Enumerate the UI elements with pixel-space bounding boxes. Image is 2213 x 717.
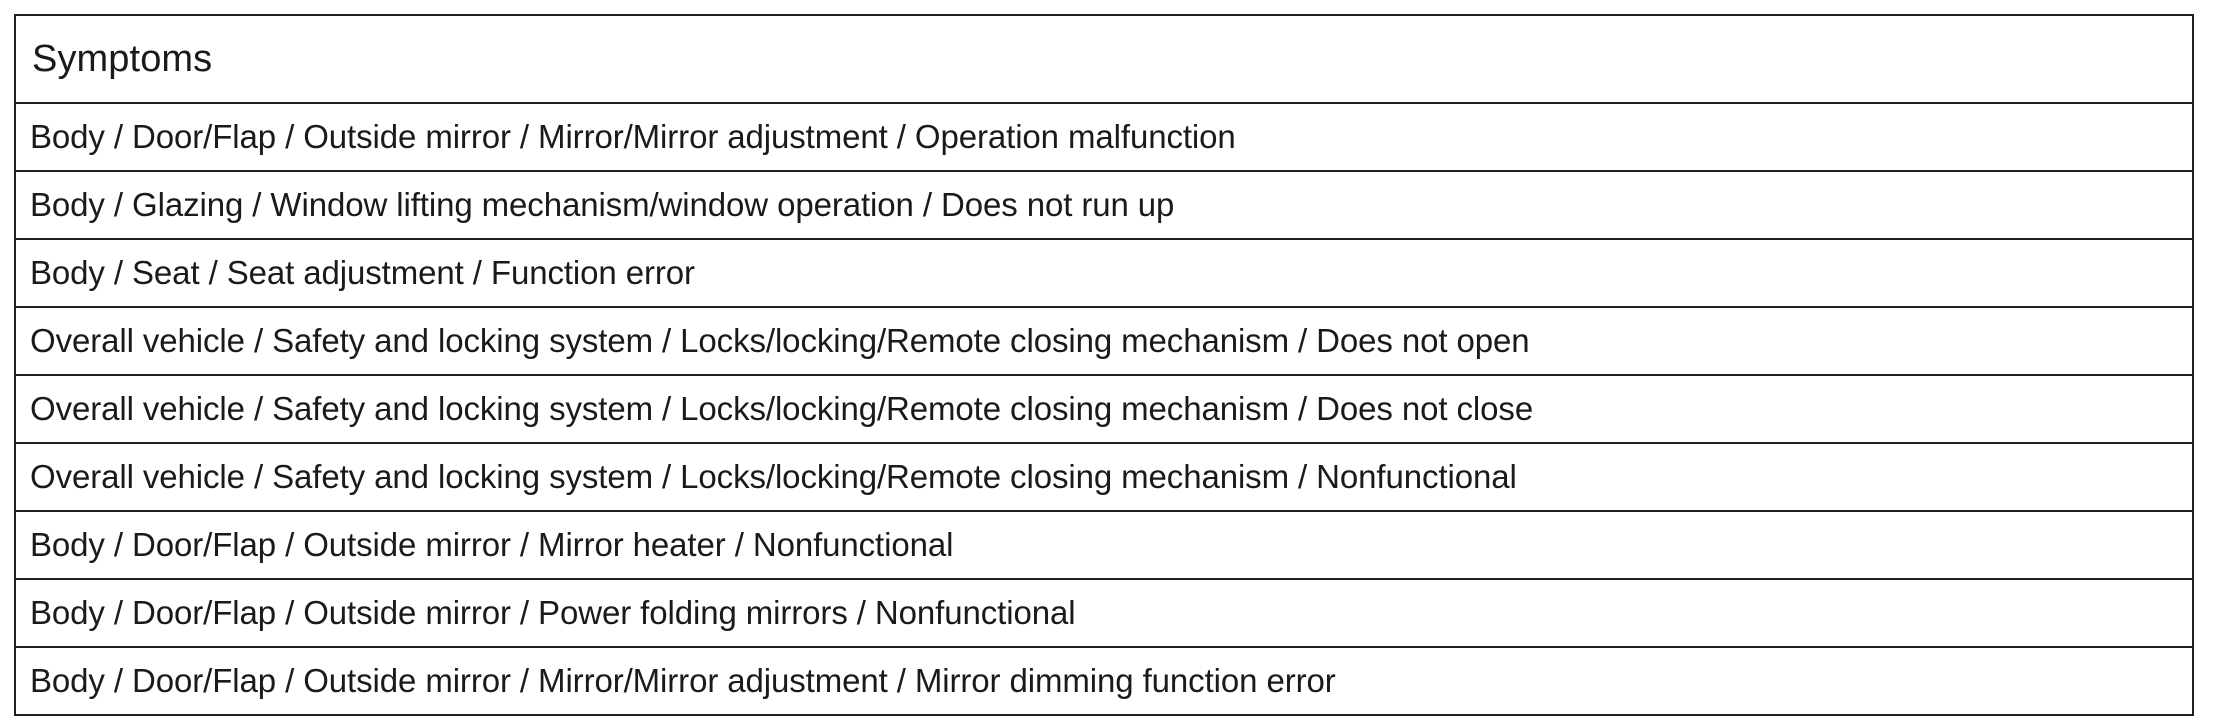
table-row: Body / Seat / Seat adjustment / Function… <box>14 238 2194 308</box>
symptom-cell: Body / Door/Flap / Outside mirror / Mirr… <box>14 102 2194 172</box>
table-row: Overall vehicle / Safety and locking sys… <box>14 306 2194 376</box>
column-header-symptoms: Symptoms <box>14 14 2194 104</box>
symptom-cell: Body / Door/Flap / Outside mirror / Mirr… <box>14 510 2194 580</box>
table-row: Body / Door/Flap / Outside mirror / Mirr… <box>14 510 2194 580</box>
symptom-cell: Body / Door/Flap / Outside mirror / Mirr… <box>14 646 2194 716</box>
header-row: Symptoms <box>14 14 2194 104</box>
table-row: Body / Door/Flap / Outside mirror / Powe… <box>14 578 2194 648</box>
symptoms-table: Symptoms Body / Door/Flap / Outside mirr… <box>14 14 2194 716</box>
symptom-cell: Overall vehicle / Safety and locking sys… <box>14 306 2194 376</box>
symptom-cell: Body / Seat / Seat adjustment / Function… <box>14 238 2194 308</box>
symptom-cell: Overall vehicle / Safety and locking sys… <box>14 442 2194 512</box>
symptom-cell: Overall vehicle / Safety and locking sys… <box>14 374 2194 444</box>
symptom-cell: Body / Door/Flap / Outside mirror / Powe… <box>14 578 2194 648</box>
table-row: Overall vehicle / Safety and locking sys… <box>14 374 2194 444</box>
table-body: Body / Door/Flap / Outside mirror / Mirr… <box>14 102 2194 716</box>
table-row: Body / Door/Flap / Outside mirror / Mirr… <box>14 102 2194 172</box>
table-row: Body / Door/Flap / Outside mirror / Mirr… <box>14 646 2194 716</box>
table-row: Overall vehicle / Safety and locking sys… <box>14 442 2194 512</box>
table-row: Body / Glazing / Window lifting mechanis… <box>14 170 2194 240</box>
symptom-cell: Body / Glazing / Window lifting mechanis… <box>14 170 2194 240</box>
table-header: Symptoms <box>14 14 2194 104</box>
